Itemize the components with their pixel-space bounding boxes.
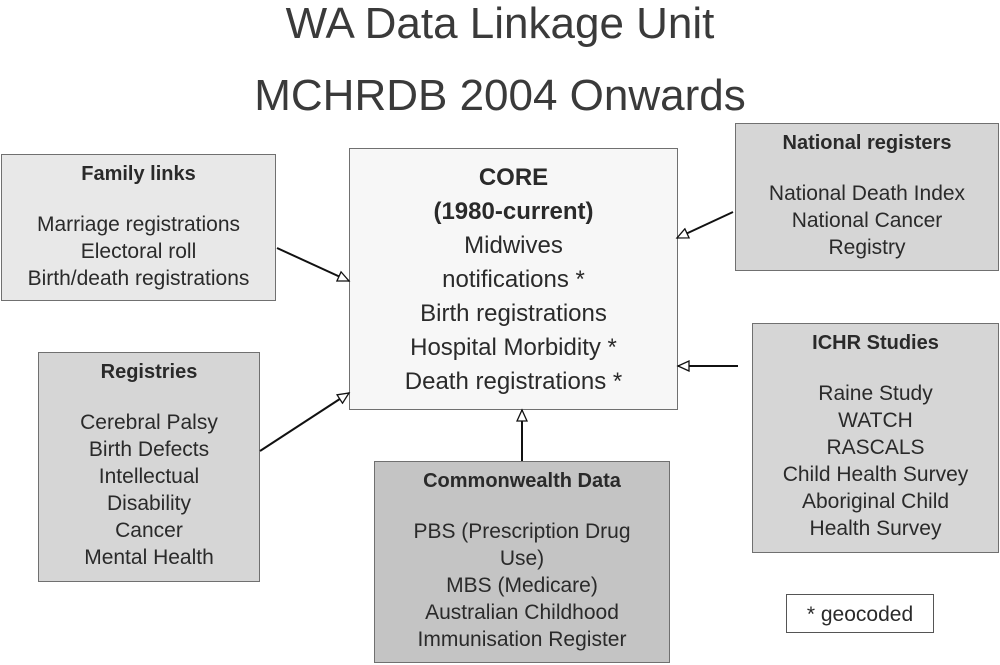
commonwealth-data-item: PBS (Prescription Drug (413, 520, 631, 543)
commonwealth-data-item: Use) (499, 547, 545, 570)
registries-box: Registries Cerebral Palsy Birth Defects … (38, 352, 260, 582)
core-heading: CORE (478, 164, 549, 191)
core-item: Hospital Morbidity * (410, 334, 617, 361)
registries-item: Birth Defects (88, 438, 210, 461)
family-links-item: Marriage registrations (36, 213, 241, 236)
family-links-box: Family links Marriage registrations Elec… (1, 154, 276, 301)
arrow-family-to-core (276, 247, 351, 282)
ichr-studies-heading: ICHR Studies (812, 332, 939, 354)
family-links-item: Birth/death registrations (27, 267, 250, 290)
core-item: Birth registrations (420, 300, 607, 327)
registries-item: Cancer (115, 519, 183, 542)
legend-box: * geocoded (786, 594, 934, 633)
arrow-registries-to-core (259, 392, 351, 452)
ichr-studies-item: WATCH (838, 409, 913, 432)
commonwealth-data-item: MBS (Medicare) (446, 574, 598, 597)
commonwealth-data-heading: Commonwealth Data (423, 470, 621, 492)
national-registers-item: National Death Index (768, 182, 966, 205)
ichr-studies-box: ICHR Studies Raine Study WATCH RASCALS C… (752, 323, 999, 553)
title-line-2: MCHRDB 2004 Onwards (254, 71, 746, 120)
core-item: notifications * (442, 266, 585, 293)
national-registers-box: National registers National Death Index … (735, 123, 999, 271)
registries-heading: Registries (100, 361, 198, 383)
core-item: Midwives (464, 232, 563, 259)
family-links-heading: Family links (81, 163, 196, 185)
commonwealth-data-item: Immunisation Register (417, 628, 627, 651)
family-links-item: Electoral roll (80, 240, 197, 263)
core-subheading: (1980-current) (433, 198, 594, 225)
national-registers-heading: National registers (782, 132, 952, 154)
registries-item: Cerebral Palsy (80, 411, 218, 434)
ichr-studies-item: Health Survey (809, 517, 942, 540)
ichr-studies-item: Child Health Survey (782, 463, 969, 486)
ichr-studies-item: Raine Study (818, 382, 933, 405)
ichr-studies-item: RASCALS (826, 436, 925, 459)
national-registers-item: Registry (828, 236, 906, 259)
core-item: Death registrations * (404, 368, 623, 395)
national-registers-item: National Cancer (791, 209, 943, 232)
legend-text: * geocoded (806, 603, 914, 626)
registries-item: Mental Health (84, 546, 214, 569)
registries-item: Intellectual (98, 465, 200, 488)
registries-item: Disability (106, 492, 192, 515)
title-line-1: WA Data Linkage Unit (285, 0, 715, 48)
ichr-studies-item: Aboriginal Child (801, 490, 950, 513)
commonwealth-data-item: Australian Childhood (425, 601, 619, 624)
arrow-national-to-core (675, 211, 734, 239)
core-box: CORE (1980-current) Midwives notificatio… (349, 148, 678, 410)
commonwealth-data-box: Commonwealth Data PBS (Prescription Drug… (374, 461, 670, 663)
